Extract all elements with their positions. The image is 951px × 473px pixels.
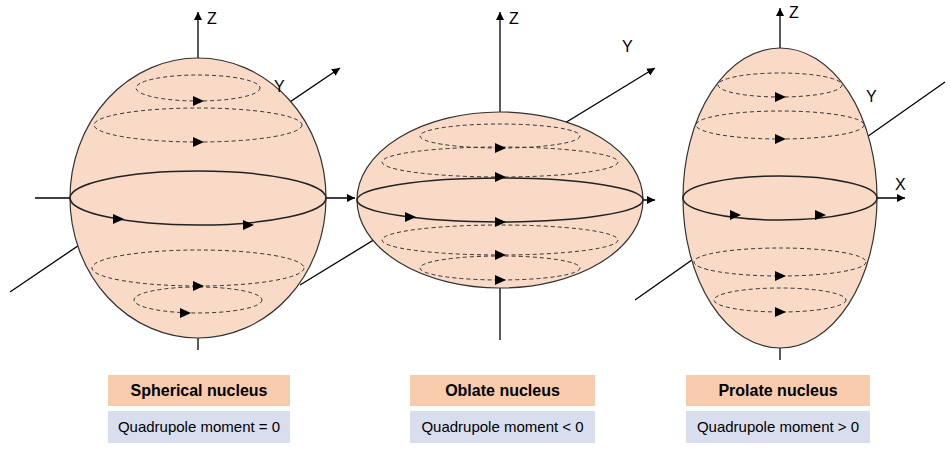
axis-label: Y <box>866 88 877 106</box>
shape-heading: Prolate nucleus <box>686 375 870 406</box>
axis-label: X <box>895 176 906 194</box>
axis-label: Z <box>207 10 217 28</box>
spherical-shape <box>70 58 326 338</box>
axes <box>10 8 945 360</box>
caption-box: Prolate nucleusQuadrupole moment > 0 <box>686 375 870 443</box>
oblate-shape <box>357 112 643 288</box>
shape-heading: Oblate nucleus <box>410 375 595 406</box>
quadrupole-value: Quadrupole moment = 0 <box>108 411 290 443</box>
axis-label: Y <box>274 78 285 96</box>
caption-box: Oblate nucleusQuadrupole moment < 0 <box>410 375 595 443</box>
quadrupole-value: Quadrupole moment < 0 <box>410 411 595 443</box>
shape-heading: Spherical nucleus <box>108 375 290 406</box>
prolate-shape <box>683 48 877 348</box>
axis-label: Z <box>789 4 799 22</box>
axis-label: Y <box>622 38 633 56</box>
quadrupole-value: Quadrupole moment > 0 <box>686 411 870 443</box>
axis-label: Z <box>509 10 519 28</box>
caption-box: Spherical nucleusQuadrupole moment = 0 <box>108 375 290 443</box>
